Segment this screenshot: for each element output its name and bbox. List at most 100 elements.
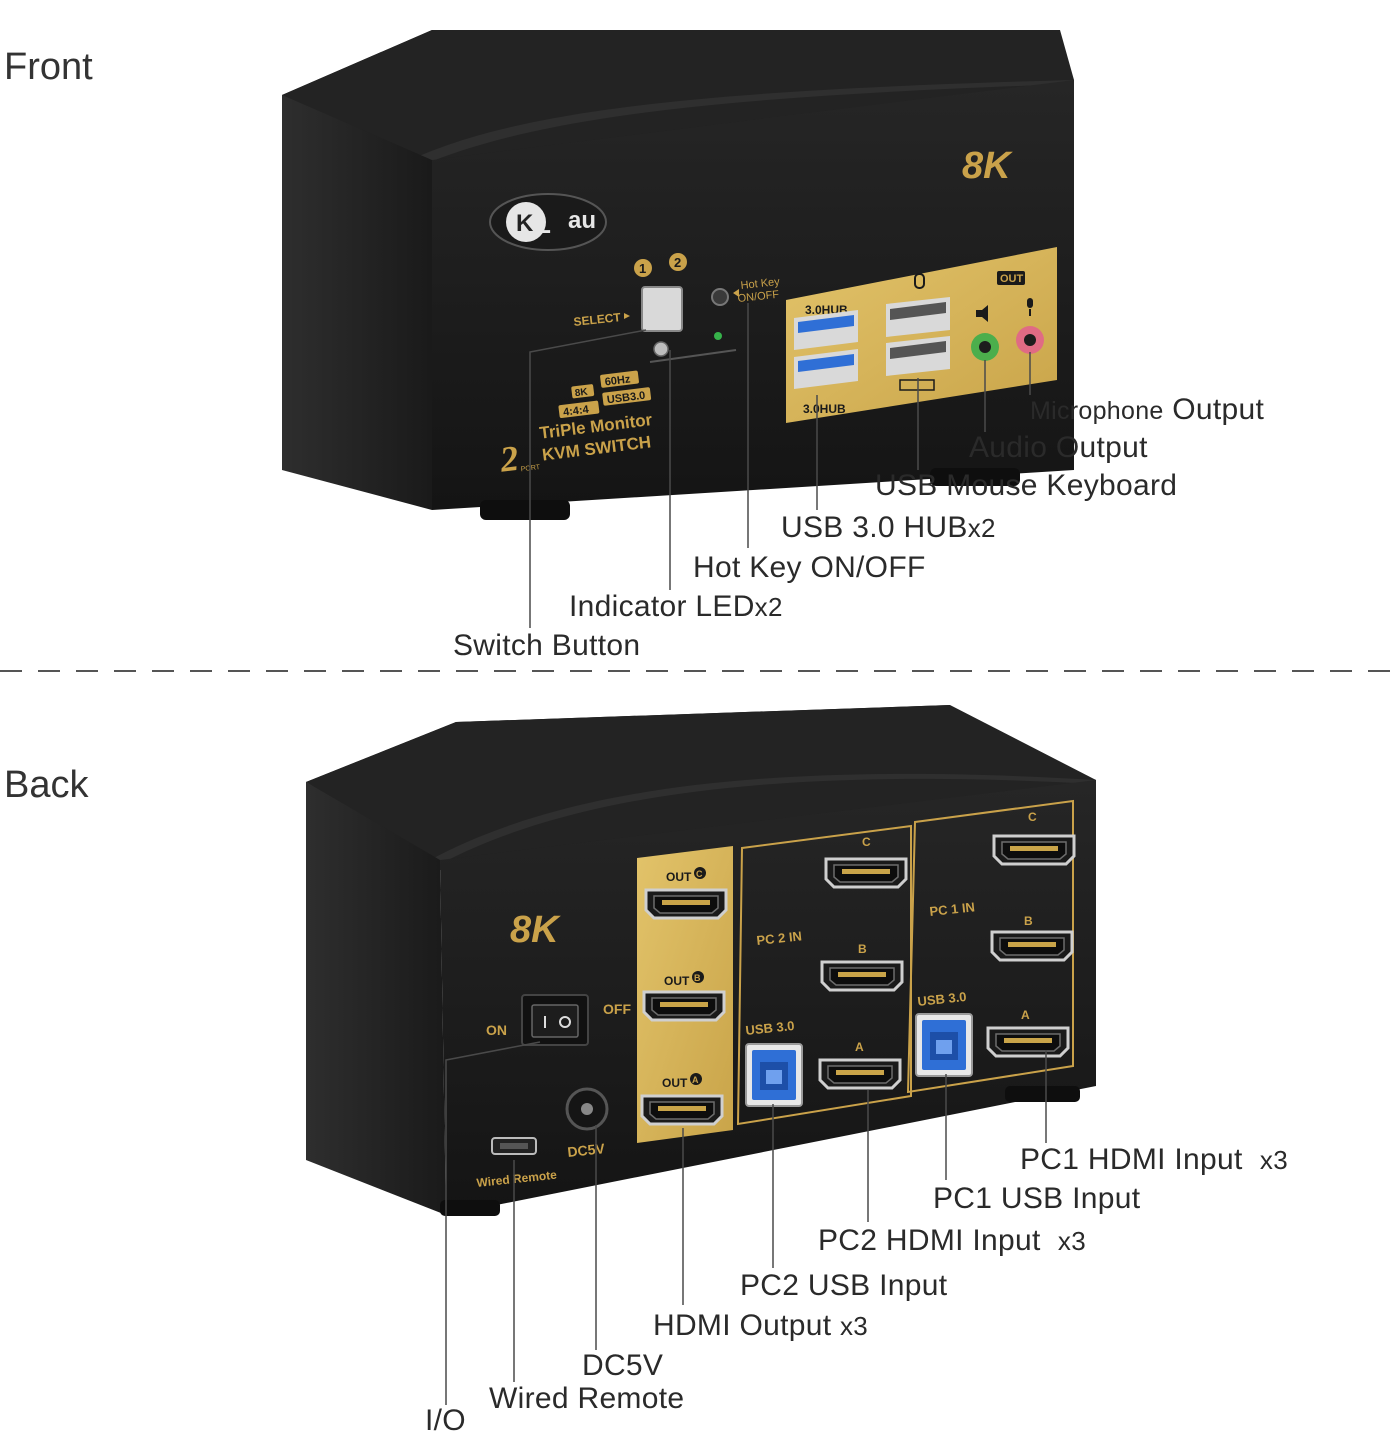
hub-label-bottom: 3.0HUB [803, 402, 846, 416]
spec-8k: 8K [574, 387, 589, 400]
mouse-icon [914, 273, 925, 289]
spec-usb: USB3.0 [606, 390, 646, 407]
usb-mouse-keyboard-port-2[interactable] [886, 336, 950, 376]
out-c-label: OUT [666, 870, 692, 884]
front-unit: K L au 8K 1 2 SELECT Hot Key ON/OFF 8K 6… [282, 30, 1074, 520]
front-leader-lines [529, 303, 1031, 628]
callout-indicator-led-count: x2 [754, 592, 783, 622]
pc1-a-letter: A [1021, 1008, 1030, 1022]
callout-indicator-led-text: Indicator LED [569, 590, 755, 623]
callout-pc1-hdmi: PC1 HDMI Input x3 [1020, 1143, 1288, 1177]
port-word: PORT [520, 464, 541, 473]
spec-60hz: 60Hz [604, 373, 631, 388]
front-heading: Front [4, 46, 93, 88]
brand-logo-l: L [535, 209, 551, 239]
port-1-number: 1 [639, 261, 646, 276]
callout-switch-button: Switch Button [453, 629, 641, 662]
hotkey-button[interactable] [711, 288, 729, 306]
switch-button[interactable] [641, 286, 683, 332]
pc1-hdmi-a-port[interactable] [986, 1026, 1070, 1058]
callout-usb-mouse-keyboard: USB Mouse Keyboard [875, 469, 1178, 502]
pc1-usb-b-port[interactable] [915, 1013, 973, 1077]
out-a-letter: A [692, 1075, 699, 1085]
hdmi-out-c-port[interactable] [644, 888, 728, 920]
callout-pc2-hdmi: PC2 HDMI Input x3 [818, 1224, 1086, 1258]
callout-hot-key: Hot Key ON/OFF [693, 551, 926, 584]
out-b-label: OUT [664, 974, 690, 988]
audio-out-label: OUT [1000, 273, 1024, 285]
callout-output-word: Output [1163, 393, 1265, 426]
callout-hdmi-output: HDMI Output x3 [653, 1309, 868, 1343]
hotkey-arrow-icon [733, 289, 739, 297]
callout-pc1-hdmi-text: PC1 HDMI Input [1020, 1143, 1243, 1176]
indicator-led-1 [653, 341, 669, 357]
power-on-label: ON [486, 1022, 507, 1038]
port-2-number: 2 [674, 255, 681, 270]
out-b-letter: B [694, 973, 701, 983]
hotkey-label-line1: Hot Key [740, 276, 781, 292]
callout-io: I/O [425, 1404, 466, 1437]
brand-logo-au: au [568, 207, 596, 234]
pc1-usb-label: USB 3.0 [917, 989, 967, 1009]
callout-hdmi-output-text: HDMI Output [653, 1309, 832, 1342]
front-unit-side [282, 95, 432, 510]
callout-pc2-hdmi-count: x3 [1057, 1226, 1086, 1256]
pc2-hdmi-b-port[interactable] [820, 960, 904, 992]
power-off-label: OFF [603, 1001, 631, 1017]
callout-hdmi-output-count: x3 [840, 1311, 869, 1341]
callout-wired-remote: Wired Remote [489, 1382, 685, 1415]
select-label: SELECT [573, 310, 622, 329]
usb-mouse-keyboard-port-1[interactable] [886, 297, 950, 337]
indicator-led-2 [714, 332, 722, 340]
back-unit: 8K ON OFF DC5V Wired Remote OUT C OUT B … [306, 705, 1096, 1216]
callout-dc5v: DC5V [582, 1349, 664, 1382]
back-heading: Back [4, 764, 89, 806]
pc2-hdmi-a-port[interactable] [818, 1058, 902, 1090]
callout-usb-hub-count: x2 [967, 513, 996, 543]
pc2-hdmi-c-port[interactable] [824, 857, 908, 889]
callout-usb-hub-text: USB 3.0 HUB [781, 511, 968, 544]
callout-pc1-hdmi-count: x3 [1259, 1145, 1288, 1175]
select-arrow-icon [624, 313, 630, 319]
brand-logo-k: K [516, 210, 534, 237]
pc1-hdmi-c-port[interactable] [992, 834, 1076, 866]
port-1-indicator-circle [634, 259, 652, 277]
hdmi-out-b-port[interactable] [642, 990, 726, 1022]
back-8k-badge: 8K [510, 909, 561, 951]
out-a-label: OUT [662, 1076, 688, 1090]
callout-microphone-word: Microphone [1030, 397, 1164, 425]
pc1-hdmi-b-port[interactable] [990, 930, 1074, 962]
pc2-b-letter: B [858, 942, 867, 956]
back-unit-side [306, 782, 446, 1215]
pc2-input-group [736, 824, 912, 1126]
callout-pc2-usb: PC2 USB Input [740, 1269, 948, 1302]
callout-audio-output: Audio Output [969, 431, 1148, 464]
port-2-indicator-circle [669, 253, 687, 271]
pc2-usb-label: USB 3.0 [745, 1018, 795, 1038]
usb-hub-port-1[interactable] [794, 310, 858, 350]
keyboard-icon [899, 379, 935, 391]
callout-indicator-led: Indicator LEDx2 [569, 590, 783, 624]
speaker-icon [976, 305, 988, 322]
pc1-b-letter: B [1024, 914, 1033, 928]
pc2-c-letter: C [862, 835, 871, 849]
microphone-icon [1027, 298, 1033, 308]
spec-444: 4:4:4 [562, 404, 590, 419]
usb-hub-port-2[interactable] [794, 349, 858, 389]
pc1-c-letter: C [1028, 810, 1037, 824]
pc1-in-label: PC 1 IN [929, 899, 976, 919]
pc1-input-group [906, 799, 1074, 1094]
brand-logo-c-mark [506, 202, 546, 242]
port-count: 2 [497, 438, 521, 480]
callout-pc1-usb: PC1 USB Input [933, 1182, 1141, 1215]
callout-usb-hub: USB 3.0 HUBx2 [781, 511, 996, 545]
pc2-a-letter: A [855, 1040, 864, 1054]
pc2-usb-b-port[interactable] [745, 1043, 803, 1107]
front-8k-badge: 8K [962, 145, 1013, 187]
callout-pc2-hdmi-text: PC2 HDMI Input [818, 1224, 1041, 1257]
power-switch[interactable] [531, 1004, 579, 1038]
hotkey-label-line2: ON/OFF [737, 289, 780, 305]
back-leader-lines [445, 1041, 1047, 1405]
hdmi-out-a-port[interactable] [640, 1094, 724, 1126]
